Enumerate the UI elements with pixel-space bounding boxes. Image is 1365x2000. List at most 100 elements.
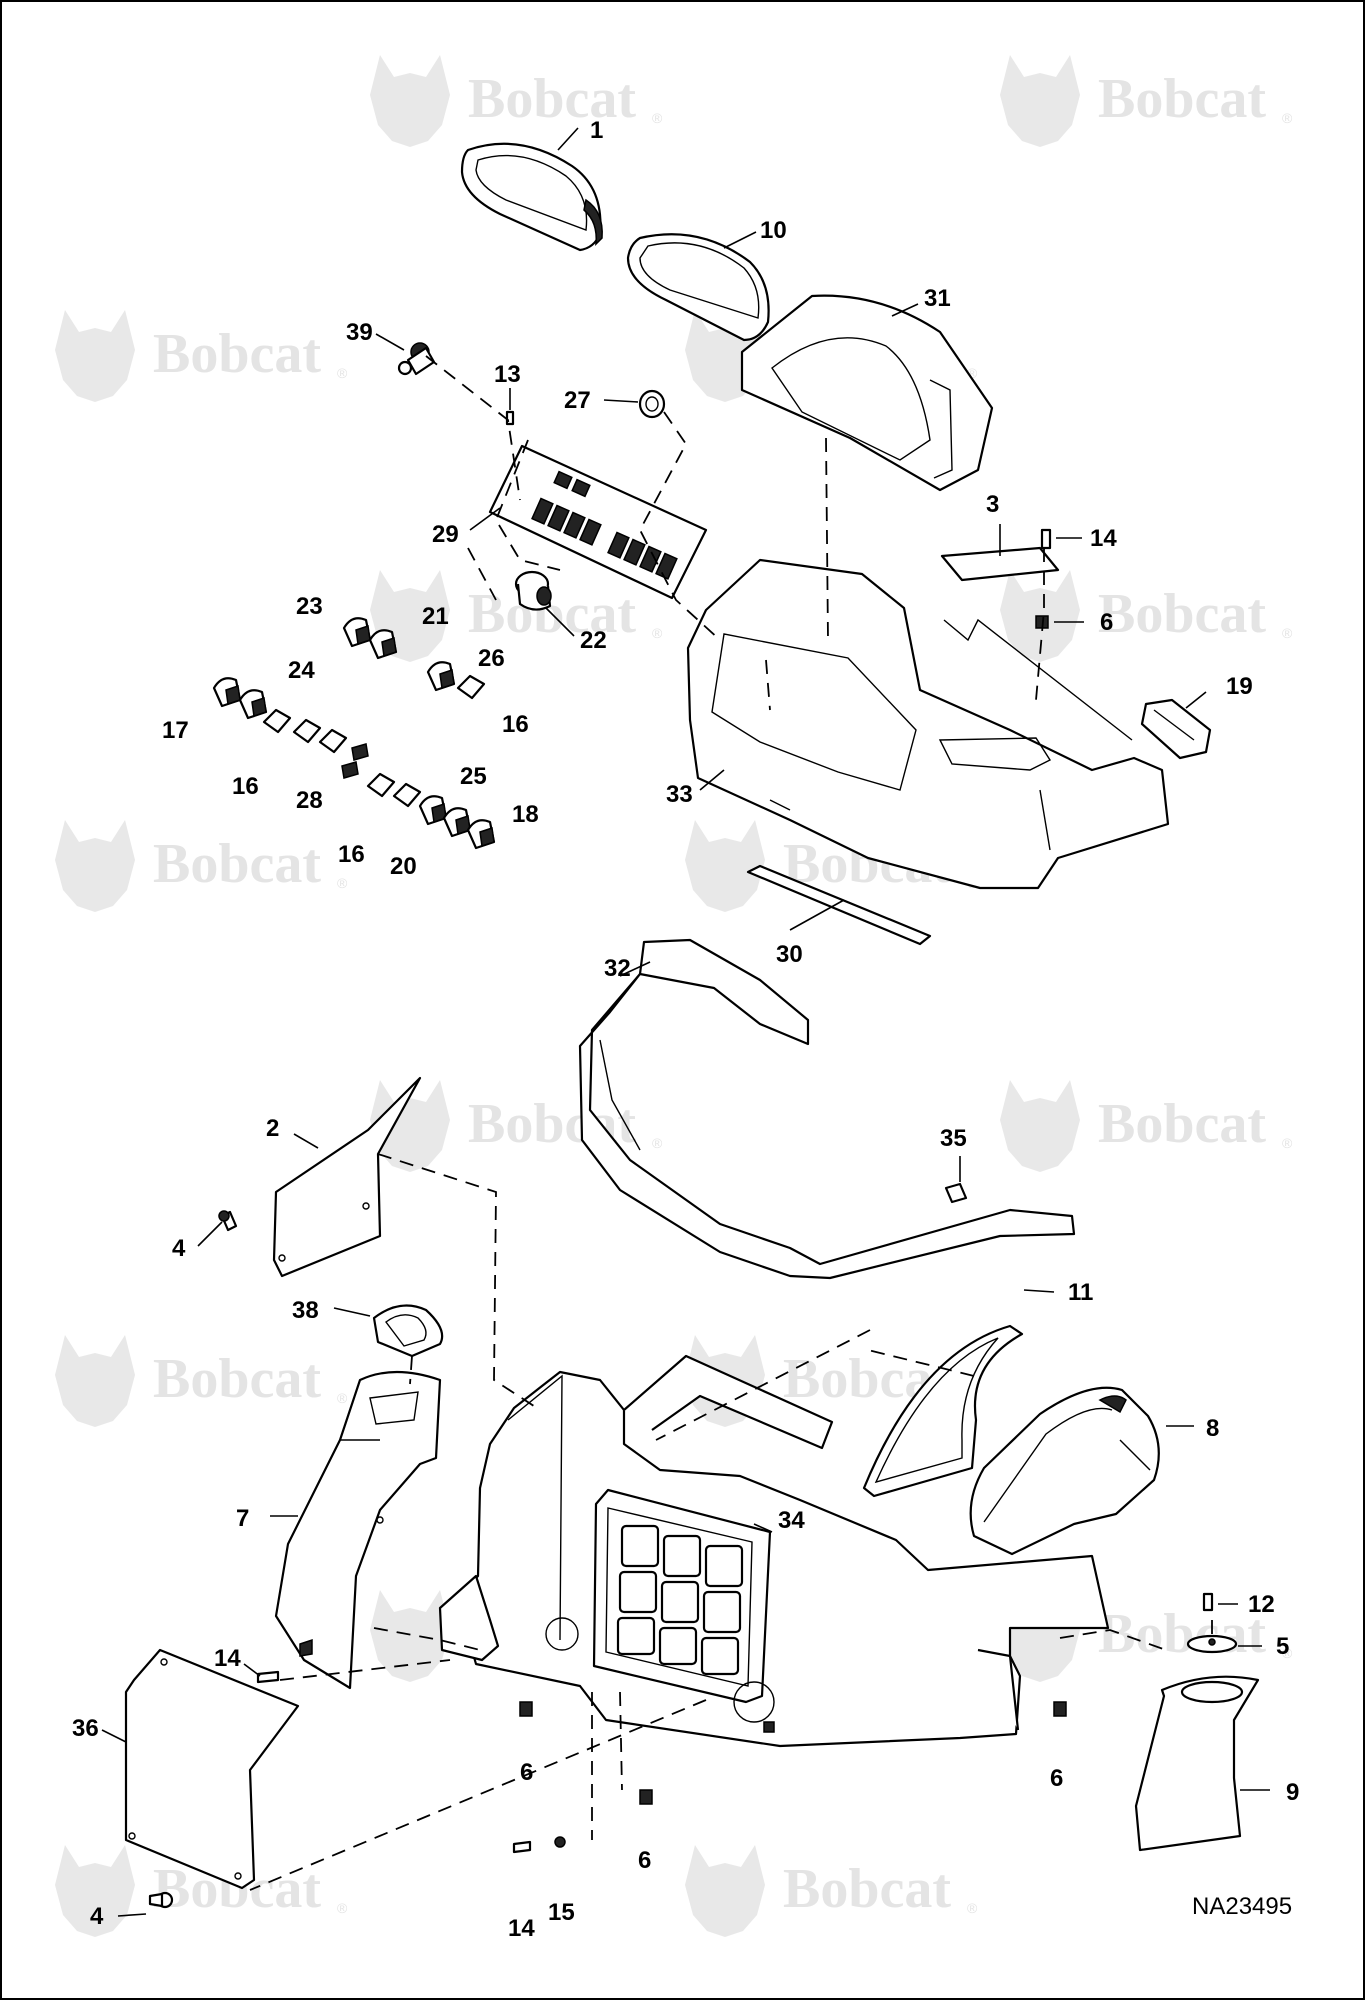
callout-6-left: 6 [520,1759,533,1786]
callout-3: 3 [986,491,999,518]
callout-21: 21 [422,603,449,630]
callout-8: 8 [1206,1415,1219,1442]
callout-15: 15 [548,1899,575,1926]
part-28-blank [341,743,369,779]
part-32-bracket [578,938,1076,1280]
callout-22: 22 [580,627,607,654]
part-16-switch-cap [318,728,348,754]
callout-16-right: 16 [502,711,529,738]
part-27-indicator [638,389,666,419]
part-17-switch [212,677,242,708]
callout-24: 24 [288,657,315,684]
leader-lines [101,127,1270,1917]
part-38-boot [372,1304,444,1358]
callout-33: 33 [666,781,693,808]
part-1-instrument-cluster [460,142,603,252]
callout-28: 28 [296,787,323,814]
part-16-switch-cap [262,708,292,734]
part-16-switch-cap [366,772,396,798]
part-36-side-panel [124,1648,300,1890]
callout-11: 11 [1068,1279,1093,1306]
callout-29: 29 [432,521,459,548]
callout-17: 17 [162,717,189,744]
callout-25: 25 [460,763,487,790]
part-19-cup-holder [1140,698,1212,760]
callout-9: 9 [1286,1779,1299,1806]
part-25-switch [418,795,448,826]
callout-1: 1 [590,117,603,144]
callout-7: 7 [236,1505,249,1532]
part-3-cover [940,546,1060,582]
part-11-seal [862,1324,1024,1498]
figure-id: NA23495 [1192,1893,1292,1920]
part-35-pad [944,1182,968,1204]
part-6-clip [1035,615,1049,629]
part-23-switch [342,617,372,648]
part-14-screw [512,1840,532,1854]
callout-10: 10 [760,217,787,244]
part-22-power-outlet [514,570,552,611]
callout-2: 2 [266,1115,279,1142]
part-18-switch [466,819,496,850]
callout-32: 32 [604,955,631,982]
callout-14-upper: 14 [1090,525,1117,552]
callout-14-bottom: 14 [508,1915,535,1942]
callout-31: 31 [924,285,951,312]
callout-4-upper: 4 [172,1235,186,1262]
part-29-switch-panel [488,444,708,600]
console-vent-grid [616,1524,744,1676]
callout-5: 5 [1276,1633,1289,1660]
part-13-screw [505,410,515,426]
callout-20: 20 [390,853,417,880]
part-5-washer [1186,1634,1238,1654]
callout-23: 23 [296,593,323,620]
callout-39: 39 [346,319,373,346]
callout-26: 26 [478,645,505,672]
part-6-clip [1053,1701,1067,1717]
part-10-gasket [626,233,770,342]
callout-16-bottom: 16 [338,841,365,868]
callout-34: 34 [778,1507,805,1534]
part-31-cluster-hood [740,294,994,492]
callout-27: 27 [564,387,591,414]
callout-6-bottom: 6 [638,1847,651,1874]
part-21-switch [368,629,398,660]
part-14-screw [1040,528,1052,550]
callout-4-bottom: 4 [90,1903,104,1930]
callout-35: 35 [940,1125,967,1152]
callout-38: 38 [292,1297,319,1324]
part-16-switch-cap [292,718,322,744]
part-33-upper-console [686,558,1170,890]
callout-6-right: 6 [1050,1765,1063,1792]
part-9-cover [1134,1675,1260,1852]
callout-16-left: 16 [232,773,259,800]
callout-labels: 1 10 31 39 13 27 29 22 3 14 6 19 23 21 2… [72,117,1299,1942]
part-8-vent-duct [969,1386,1160,1556]
callout-30: 30 [776,941,803,968]
part-16-switch-cap [392,782,422,808]
part-6-clip [519,1701,533,1717]
part-6-clip [639,1789,653,1805]
assembly-lines [249,355,1213,1891]
callout-13: 13 [494,361,521,388]
part-26-switch [426,661,456,692]
part-14-screw [256,1670,280,1684]
callout-19: 19 [1226,673,1253,700]
callout-36: 36 [72,1715,99,1742]
part-30-seal [746,864,932,946]
part-7-lever-cover [274,1370,442,1690]
part-39-key-switch [397,342,436,376]
part-15-washer [554,1836,566,1848]
part-12-screw [1202,1592,1214,1612]
callout-14-left: 14 [214,1645,241,1672]
part-34-main-console [438,1354,1110,1748]
part-20-switch [442,807,472,838]
part-24-switch [238,689,268,720]
part-16-switch-cap [456,674,486,700]
part-4-screw [218,1210,238,1232]
callout-6-upper: 6 [1100,609,1113,636]
part-4-screw [148,1891,174,1909]
rocker-switches [212,617,496,850]
